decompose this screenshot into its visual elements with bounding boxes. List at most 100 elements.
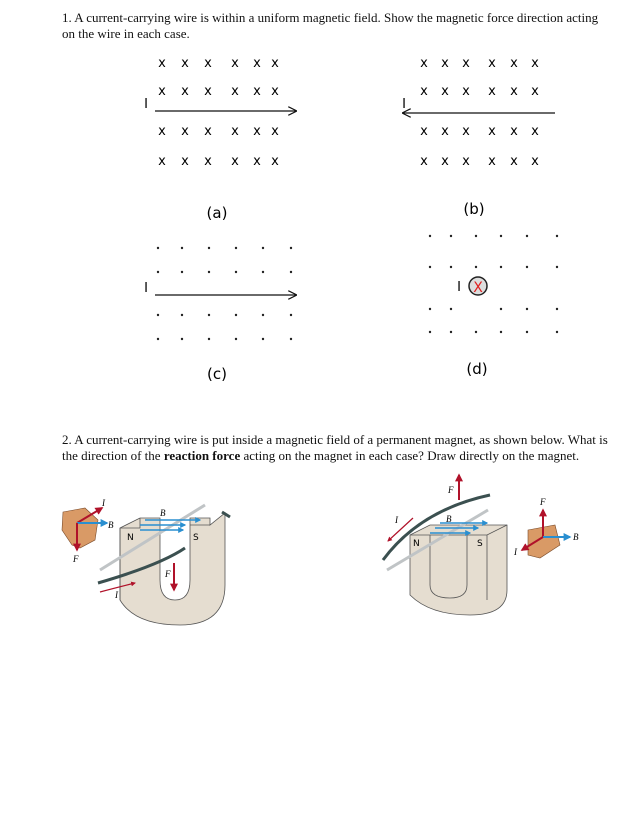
field-cross: x xyxy=(531,154,539,169)
field-cross: x xyxy=(531,84,539,99)
field-dot xyxy=(428,307,432,311)
field-cross: x xyxy=(510,56,518,71)
hand-b-label: B xyxy=(573,532,579,542)
field-cross: x xyxy=(204,56,212,71)
wire-back xyxy=(99,503,206,572)
question-2-line-2: the direction of the reaction force acti… xyxy=(62,448,640,464)
field-cross: x xyxy=(271,56,279,71)
field-dot xyxy=(180,270,184,274)
field-dot xyxy=(261,313,265,317)
hand-i-label: I xyxy=(101,498,106,508)
field-dot xyxy=(207,270,211,274)
field-dot xyxy=(289,246,293,250)
field-dot xyxy=(234,337,238,341)
field-cross: x xyxy=(231,56,239,71)
field-dot xyxy=(525,234,529,238)
wire-back xyxy=(386,508,489,572)
field-cross: x xyxy=(488,154,496,169)
field-cross: x xyxy=(420,154,428,169)
field-cross: x xyxy=(271,124,279,139)
field-cross: x xyxy=(441,56,449,71)
field-dot xyxy=(449,234,453,238)
field-dot xyxy=(261,246,265,250)
field-dot xyxy=(525,307,529,311)
diagram-label-a: (a) xyxy=(207,204,228,222)
magnet-figure-left: N S B B I F F I xyxy=(61,498,231,626)
current-label-c: I xyxy=(144,281,148,296)
field-cross: x xyxy=(510,154,518,169)
question-1-line-1: 1. A current-carrying wire is within a u… xyxy=(62,10,599,25)
q2-text-end: acting on the magnet in each case? Draw … xyxy=(240,448,580,463)
field-cross: x xyxy=(531,56,539,71)
field-dot xyxy=(499,234,503,238)
b-label: B xyxy=(446,514,452,524)
field-cross: x xyxy=(462,56,470,71)
field-cross: x xyxy=(181,154,189,169)
field-cross: x xyxy=(181,84,189,99)
field-cross: x xyxy=(441,124,449,139)
south-label: S xyxy=(477,539,483,549)
q2-text: the direction of the xyxy=(62,448,164,463)
field-dot xyxy=(207,246,211,250)
field-dot xyxy=(156,270,160,274)
field-dot xyxy=(428,330,432,334)
current-into-page-icon xyxy=(468,276,488,296)
field-dot xyxy=(555,265,559,269)
field-dot xyxy=(525,265,529,269)
field-dot xyxy=(261,337,265,341)
field-dot xyxy=(289,313,293,317)
field-dot xyxy=(156,246,160,250)
f-label: F xyxy=(447,485,454,495)
field-cross: x xyxy=(510,84,518,99)
q2-bold-text: reaction force xyxy=(163,448,241,463)
hand-b-label: B xyxy=(108,520,114,530)
field-cross: x xyxy=(488,124,496,139)
field-dot xyxy=(261,270,265,274)
question-2-line-1: 2. A current-carrying wire is put inside… xyxy=(62,432,608,447)
field-dot xyxy=(428,265,432,269)
diagram-label-b: (b) xyxy=(463,200,484,218)
field-cross: x xyxy=(462,84,470,99)
field-dot xyxy=(180,246,184,250)
question-1: 1. A current-carrying wire is within a u… xyxy=(62,10,640,42)
field-dot xyxy=(289,270,293,274)
current-label-a: I xyxy=(144,97,148,112)
u-magnet xyxy=(409,524,508,616)
field-cross: x xyxy=(158,154,166,169)
field-dot xyxy=(449,330,453,334)
field-cross: x xyxy=(441,84,449,99)
field-cross: x xyxy=(420,56,428,71)
field-cross: x xyxy=(231,124,239,139)
field-cross: x xyxy=(510,124,518,139)
hand-i-label: I xyxy=(513,547,518,557)
field-cross: x xyxy=(420,84,428,99)
field-dot xyxy=(234,270,238,274)
field-dot xyxy=(156,313,160,317)
field-dot xyxy=(449,307,453,311)
i-label: I xyxy=(394,515,399,525)
field-dot xyxy=(555,330,559,334)
field-dot xyxy=(474,330,478,334)
field-dot xyxy=(474,234,478,238)
field-cross: x xyxy=(462,124,470,139)
field-cross: x xyxy=(488,84,496,99)
field-dot xyxy=(555,234,559,238)
field-cross: x xyxy=(253,154,261,169)
field-cross: x xyxy=(271,84,279,99)
field-dot xyxy=(234,313,238,317)
field-cross: x xyxy=(204,154,212,169)
wire xyxy=(381,493,491,561)
field-dot xyxy=(180,313,184,317)
cross-icon: X xyxy=(473,280,483,296)
hand-f-label: F xyxy=(539,497,546,507)
north-label: N xyxy=(413,539,420,549)
hand-f-label: F xyxy=(72,554,79,564)
hand-icon xyxy=(61,507,99,549)
field-dot xyxy=(474,265,478,269)
field-cross: x xyxy=(158,124,166,139)
field-dot xyxy=(428,234,432,238)
b-label: B xyxy=(160,508,166,518)
wire xyxy=(97,546,186,585)
